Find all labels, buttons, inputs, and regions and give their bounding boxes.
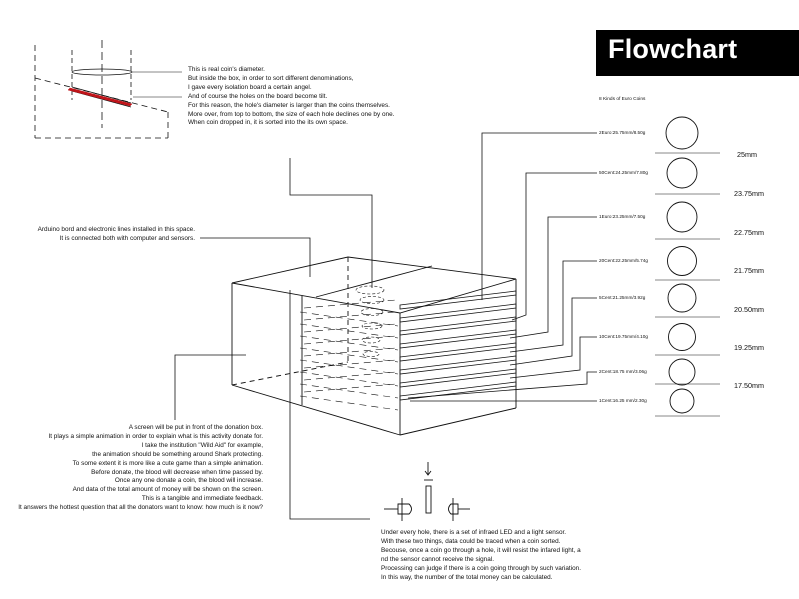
hole-dimension: 17.50mm <box>734 381 764 390</box>
note-arduino: Arduino bord and electronic lines instal… <box>38 226 195 244</box>
inner-board-back <box>303 311 397 321</box>
coin-circle <box>666 201 698 233</box>
note-line: Arduino bord and electronic lines instal… <box>37 226 195 233</box>
hole-dimension: 21.75mm <box>734 266 764 275</box>
coin-circle <box>669 388 695 414</box>
sorting-board <box>399 342 517 362</box>
coin-circle <box>667 283 697 313</box>
inner-board <box>299 323 399 339</box>
tilted-coin-red <box>67 87 133 107</box>
note-line: But inside the box, in order to sort dif… <box>188 74 354 82</box>
note-screen: A screen will be put in front of the don… <box>18 424 263 513</box>
inner-board-back <box>303 371 397 381</box>
coin-circle <box>668 323 696 351</box>
inner-board-back <box>303 383 397 393</box>
coin-holes <box>355 285 385 357</box>
coin-circle <box>665 116 699 150</box>
coin-circles <box>655 116 720 417</box>
coin-label: 2Cent:18.75 mm/3.06g <box>599 369 647 374</box>
note-line: It answers the hottest question that all… <box>18 504 263 512</box>
note-line: Before donate, the blood will decrease w… <box>91 468 263 476</box>
coin-label: 2Euro:25.75mm/8.50g <box>599 130 646 135</box>
inner-board-back <box>303 359 397 369</box>
inner-board <box>299 395 399 411</box>
inner-board <box>299 383 399 399</box>
inner-board-back <box>303 299 397 309</box>
note-line: the animation should be something around… <box>92 450 263 458</box>
coin-label: 1Euro:23.25mm/7.50g <box>599 214 646 219</box>
note-line: Once any one donate a coin, the blood wi… <box>114 477 263 485</box>
note-line: And of course the holes on the board bec… <box>188 92 328 100</box>
note-line: Processing can judge if there is a coin … <box>381 564 582 572</box>
hole-dimension: 22.75mm <box>734 228 764 237</box>
note-line: For this reason, the hole's diameter is … <box>188 101 390 109</box>
sensor-diagram <box>384 462 470 521</box>
hole-dimension: 19.25mm <box>734 343 764 352</box>
sorting-board <box>399 329 517 349</box>
sorting-board <box>399 290 517 310</box>
inner-board <box>299 311 399 327</box>
inner-board <box>299 371 399 387</box>
inner-boards-dashed <box>299 299 399 411</box>
hole-dimension: 25mm <box>737 150 757 159</box>
sorting-board <box>399 316 517 336</box>
sorting-board <box>399 368 517 388</box>
sorting-board <box>399 355 517 375</box>
coin-circle <box>668 358 696 386</box>
inner-board <box>299 359 399 375</box>
note-line: To some extent it is more like a cute ga… <box>72 459 263 467</box>
sorting-board <box>399 303 517 323</box>
coin-label: 5Cent:21.25mm/3.92g <box>599 295 646 300</box>
page-title: Flowchart <box>608 34 738 64</box>
note-line: I gave every isolation board a certain a… <box>188 83 312 91</box>
hole-dimension: 23.75mm <box>734 189 764 198</box>
inner-board-back <box>303 347 397 357</box>
coin-label: 10Cent:19.75mm/4.10g <box>599 334 648 339</box>
note-line: Becouse, once a coin go through a hole, … <box>381 546 581 554</box>
note-line: It is connected both with computer and s… <box>59 234 195 242</box>
note-line: It plays a simple animation in order to … <box>48 432 263 440</box>
coin-circle <box>667 246 697 276</box>
coin-circle <box>666 157 698 189</box>
note-line: Under every hole, there is a set of infr… <box>381 529 567 536</box>
note-line: More over, from top to bottom, the size … <box>188 110 395 118</box>
sorting-boards <box>399 290 517 401</box>
coin-tilt-detail <box>34 40 182 139</box>
sorting-board <box>399 381 517 401</box>
coin-label: 20Cent:22.25mm/5.74g <box>599 258 648 263</box>
coin-label: 1Cent:16.25 mm/2.30g <box>599 398 647 403</box>
note-line: This is a tangible and immediate feedbac… <box>141 495 263 503</box>
coin-list-header: 8 Kinds of Euro Coins <box>599 97 646 102</box>
note-line: With these two things, data could be tra… <box>381 537 561 545</box>
donation-box <box>231 256 517 436</box>
leader-lines <box>174 132 597 520</box>
note-line: In this way, the number of the total mon… <box>381 573 553 581</box>
note-line: A screen will be put in front of the don… <box>128 424 263 431</box>
hole-dimension: 20.50mm <box>734 305 764 314</box>
coin-label: 50Cent:24.25mm/7.80g <box>599 170 648 175</box>
inner-board <box>299 335 399 351</box>
title-banner: Flowchart <box>596 30 799 76</box>
note-sensor: Under every hole, there is a set of infr… <box>381 529 581 582</box>
inner-board <box>299 347 399 363</box>
inner-board-back <box>303 323 397 333</box>
note-line: I take the institution "Wild Aid" for ex… <box>141 441 263 449</box>
note-line: nd the sensor cannot receive the signal. <box>381 555 494 563</box>
note-line: When coin dropped in, it is sorted into … <box>188 119 348 127</box>
inner-board-back <box>303 335 397 345</box>
note-coin-diameter: This is real coin's diameter.But inside … <box>188 66 394 128</box>
note-line: And data of the total amount of money wi… <box>72 486 263 494</box>
note-line: This is real coin's diameter. <box>188 66 265 73</box>
